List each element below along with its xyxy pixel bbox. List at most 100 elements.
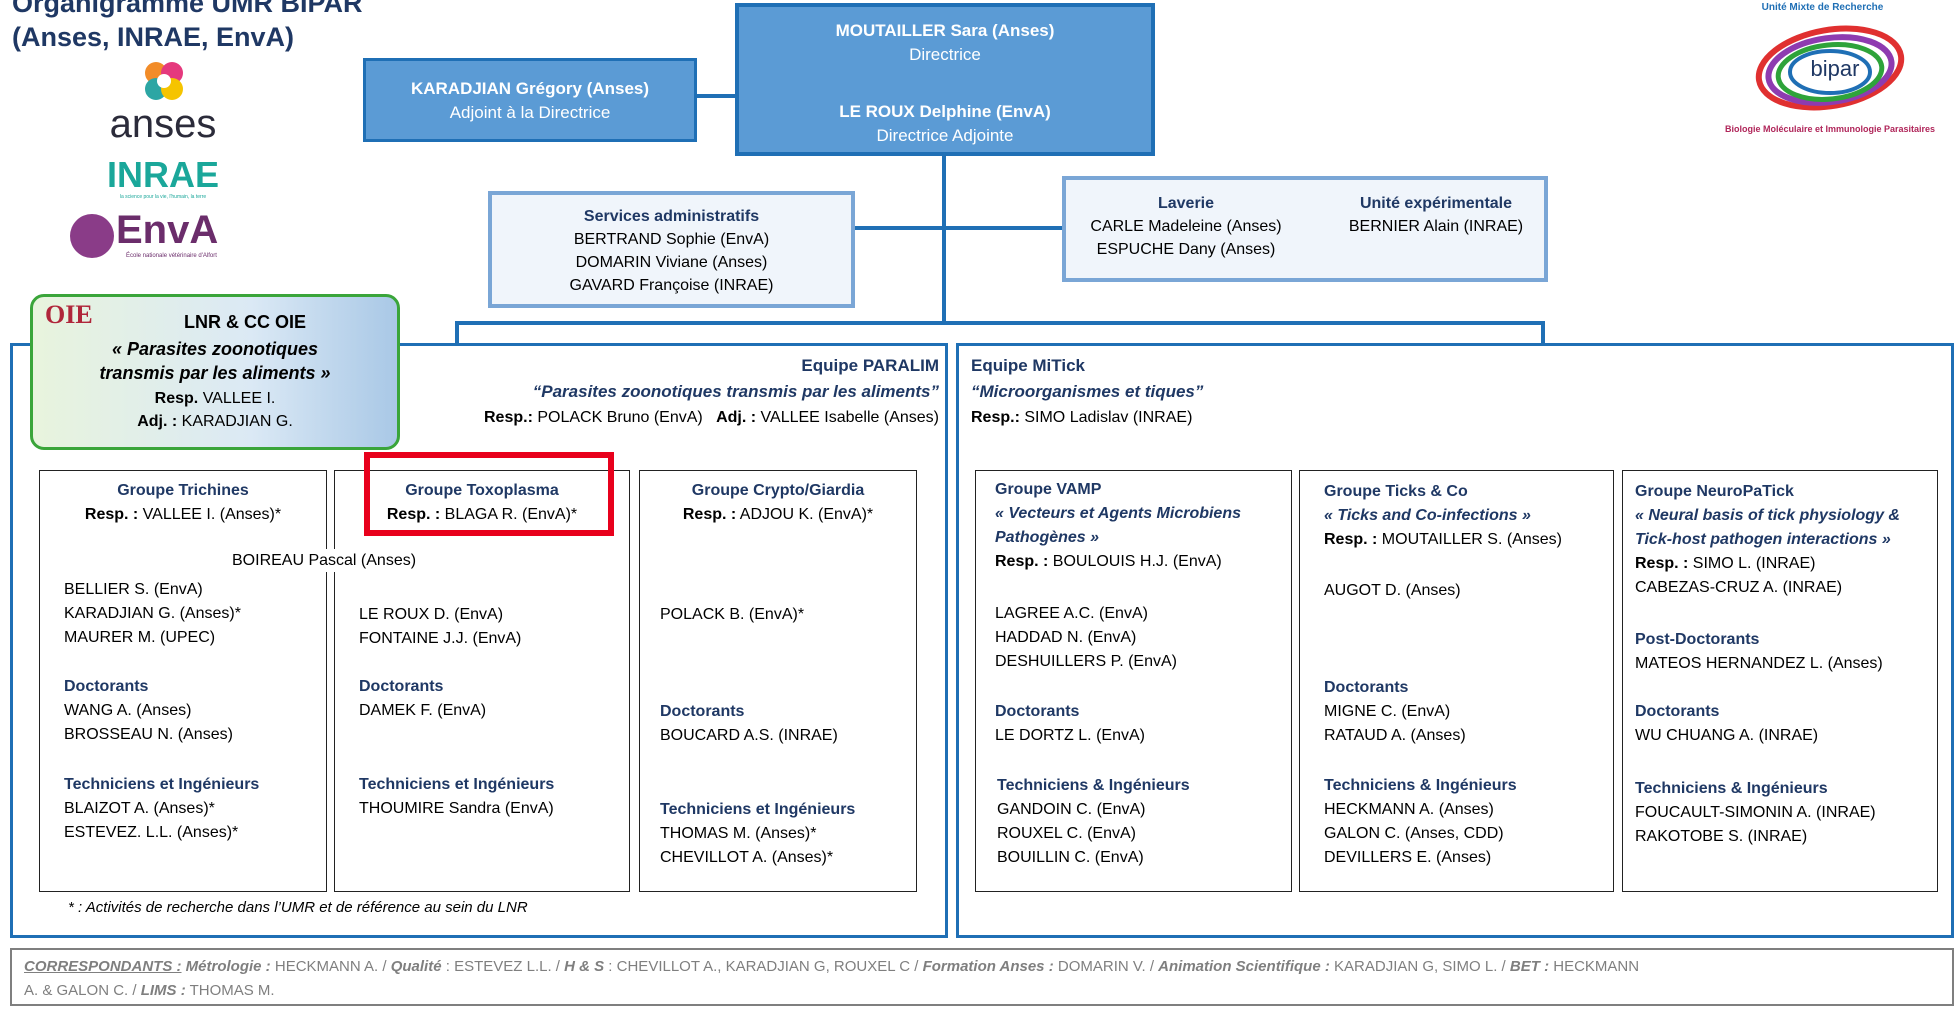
member: BROSSEAU N. (Anses) [64,726,233,743]
enva-logo: EnvA École nationale vétérinaire d'Alfor… [70,208,260,264]
services-admin-member: GAVARD Françoise (INRAE) [569,277,774,294]
member: MAURER M. (UPEC) [64,629,216,646]
toxoplasma-highlight [364,452,614,536]
member: WANG A. (Anses) [64,702,192,719]
group-title: Groupe Trichines [117,482,249,499]
connector-paralim [455,321,459,343]
team-paralim: Equipe PARALIM “Parasites zoonotiques tr… [10,343,948,938]
inrae-wordmark: INRAE [106,154,219,195]
page-title-line1: Organigramme UMR BIPAR [12,0,363,18]
lnr-resp-label: Resp. [154,390,199,407]
member: RAKOTOBE S. (INRAE) [1635,828,1808,845]
correspondants-line-2: A. & GALON C. / LIMS : THOMAS M. [24,979,1940,1003]
resp-name: BOULOUIS H.J. (EnvA) [1048,553,1222,570]
paralim-adj-label: Adj. : [716,409,757,426]
corr-names: HECKMANN A. / [270,958,391,975]
shared-member: BOIREAU Pascal (Anses) [230,549,419,572]
corr-names: : ESTEVEZ L.L. / [441,958,565,975]
section-label: Doctorants [995,703,1080,720]
corr-names: THOMAS M. [185,982,275,999]
member: DAMEK F. (EnvA) [359,702,487,719]
adjoint-name: KARADJIAN Grégory (Anses) [410,79,650,98]
lnr-resp-name: VALLEE I. [198,390,276,407]
deputy-name: LE ROUX Delphine (EnvA) [839,102,1051,121]
laverie-title: Laverie [1157,195,1215,212]
team-mitick: Equipe MiTick “Microorganismes et tiques… [956,343,1954,938]
laverie-box: Laverie CARLE Madeleine (Anses) ESPUCHE … [1062,176,1548,282]
laverie-member: ESPUCHE Dany (Anses) [1096,241,1276,258]
bipar-logo: Unité Mixte de Recherche bipar Biologie … [1705,0,1955,140]
inrae-tagline: la science pour la vie, l'humain, la ter… [119,194,207,200]
resp-label: Resp. : [1635,555,1689,572]
corr-role: Qualité [390,958,442,975]
section-label: Doctorants [1324,679,1409,696]
lnr-adj-name: KARADJIAN G. [177,413,293,430]
inrae-logo: INRAE la science pour la vie, l'humain, … [98,156,228,201]
director-name: MOUTAILLER Sara (Anses) [835,21,1055,40]
group-resp: Resp. : BOULOUIS H.J. (EnvA) [995,550,1291,573]
director-role: Directrice [909,45,981,64]
correspondants-label: CORRESPONDANTS : [24,958,182,975]
group-theme: « Neural basis of tick physiology & [1635,507,1900,524]
paralim-leads: Resp.: POLACK Bruno (EnvA) Adj. : VALLEE… [484,406,939,429]
corr-names: DOMARIN V. / [1053,958,1159,975]
section-label: Techniciens et Ingénieurs [64,776,260,793]
member: KARADJIAN G. (Anses)* [64,605,241,622]
member: LAGREE A.C. (EnvA) [995,605,1148,622]
mitick-theme: “Microorganismes et tiques” [971,382,1204,401]
resp-name: BLAGA R. (EnvA)* [440,506,578,523]
resp-name: ADJOU K. (EnvA)* [736,506,874,523]
group-title: Groupe Toxoplasma [405,482,559,499]
oie-logo: OIE [45,300,93,329]
connector-adjoint [695,94,737,98]
group-vamp: Groupe VAMP « Vecteurs et Agents Microbi… [975,470,1292,892]
member: CHEVILLOT A. (Anses)* [660,849,834,866]
corr-role: Métrologie : [181,958,271,975]
bipar-wordmark: bipar [1810,56,1860,81]
corr-role: LIMS : [140,982,186,999]
services-admin-member: DOMARIN Viviane (Anses) [575,254,768,271]
corr-names: : CHEVILLOT A., KARADJIAN G, ROUXEL C / [604,958,923,975]
mitick-leads: Resp.: SIMO Ladislav (INRAE) [971,406,1192,429]
group-neuropatick: Groupe NeuroPaTick « Neural basis of tic… [1622,470,1938,892]
group-theme: « Vecteurs et Agents Microbiens [995,505,1241,522]
group-theme: Tick-host pathogen interactions » [1635,531,1891,548]
member: DEVILLERS E. (Anses) [1324,849,1492,866]
connector-laverie [942,226,1064,230]
member: POLACK B. (EnvA)* [660,606,805,623]
corr-role: Animation Scientifique : [1158,958,1330,975]
direction-box: MOUTAILLER Sara (Anses) Directrice LE RO… [735,3,1155,156]
corr-role: H & S [564,958,605,975]
connector-teams [455,321,1545,325]
anses-wordmark: anses [109,102,217,146]
connector-main-vertical [942,154,946,324]
resp-label: Resp. : [682,506,737,523]
resp-label: Resp. : [386,506,441,523]
services-admin-member: BERTRAND Sophie (EnvA) [573,231,770,248]
member: FONTAINE J.J. (EnvA) [359,630,522,647]
services-admin-title: Services administratifs [583,208,760,225]
group-resp: Resp. : VALLEE I. (Anses)* [40,503,326,526]
member: THOUMIRE Sandra (EnvA) [359,800,554,817]
lnr-subtitle-2: transmis par les aliments » [99,363,331,383]
member: BLAIZOT A. (Anses)* [64,800,215,817]
enva-emblem-icon [70,214,114,258]
group-resp: Resp. : MOUTAILLER S. (Anses) [1324,528,1613,551]
section-label: Techniciens & Ingénieurs [997,777,1190,794]
mitick-resp: SIMO Ladislav (INRAE) [1019,409,1193,426]
page-title: Organigramme UMR BIPAR (Anses, INRAE, En… [12,0,363,54]
lnr-resp: Resp. VALLEE I. [33,387,397,410]
member: FOUCAULT-SIMONIN A. (INRAE) [1635,804,1876,821]
member: BOUCARD A.S. (INRAE) [660,727,838,744]
member: LE ROUX D. (EnvA) [359,606,504,623]
unite-exp-title: Unité expérimentale [1359,195,1513,212]
member: MIGNE C. (EnvA) [1324,703,1451,720]
corr-names: A. & GALON C. / [24,982,141,999]
section-label: Techniciens et Ingénieurs [359,776,555,793]
member: ROUXEL C. (EnvA) [997,825,1136,842]
corr-role: BET : [1509,958,1550,975]
connector-services [855,226,945,230]
group-resp: Resp. : ADJOU K. (EnvA)* [640,503,916,526]
mitick-resp-label: Resp.: [971,409,1020,426]
group-resp: Resp. : BLAGA R. (EnvA)* [335,503,629,526]
